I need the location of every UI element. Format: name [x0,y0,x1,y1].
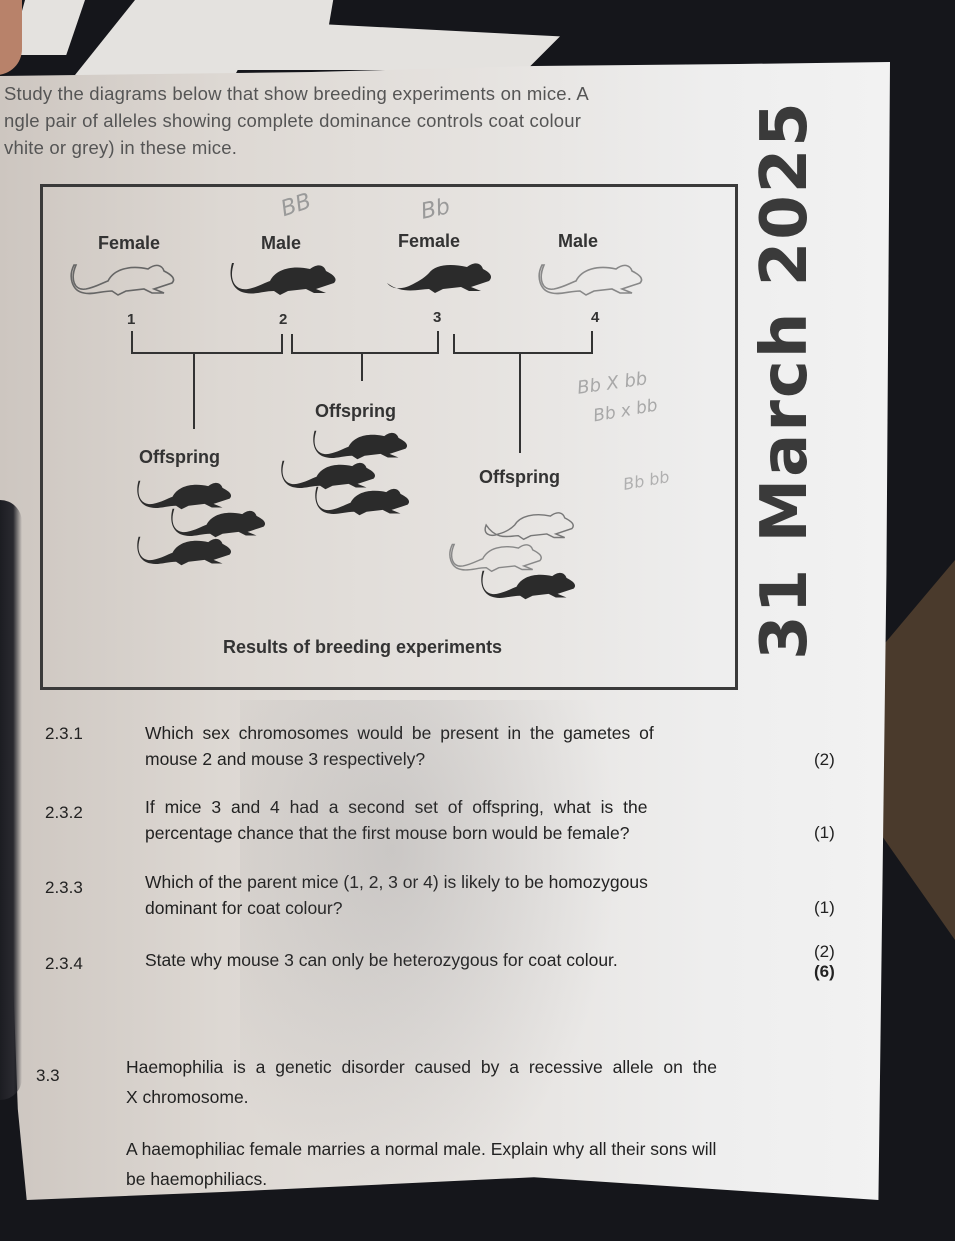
question-line: dominant for coat colour? [145,898,343,918]
question-text: Haemophilia is a genetic disorder caused… [126,1052,886,1194]
grey-mouse-icon [313,430,408,460]
question-line: Which of the parent mice (1, 2, 3 or 4) … [145,872,648,892]
handwritten-date-text: 31 March 2025 [748,100,822,660]
pencil-note-cross-1: Bb X bb [575,368,649,399]
spacer [126,1112,886,1134]
background-brown-fabric [875,560,955,940]
intro-line-3: vhite or grey) in these mice. [4,137,238,158]
offspring-label-cross-1-2: Offspring [139,447,220,467]
parent-4-sex-label: Male [558,231,599,251]
grey-mouse-icon [387,263,491,293]
question-marks: (1) [814,823,835,842]
pedigree-line [281,334,283,354]
pedigree-line [361,353,363,381]
white-mouse-icon [70,264,175,296]
pedigree-line [131,331,133,353]
white-mouse-icon [484,512,574,541]
finger-edge [0,0,22,75]
question-text: State why mouse 3 can only be heterozygo… [145,947,618,973]
section-total-marks: (6) [814,962,835,981]
grey-mouse-icon [137,480,232,510]
question-number: 3.3 [36,1066,60,1085]
grey-mouse-icon [230,263,336,295]
question-line: Haemophilia is a genetic disorder caused… [126,1057,717,1077]
question-text: Which of the parent mice (1, 2, 3 or 4) … [145,869,648,921]
parent-3-sex-label: Female [398,231,461,251]
pedigree-line [453,334,455,354]
parent-2-sex-label: Male [261,233,302,253]
parent-4-number: 4 [591,309,600,326]
question-line: State why mouse 3 can only be heterozygo… [145,950,618,970]
intro-line-2: ngle pair of alleles showing complete do… [4,110,582,131]
pedigree-line [453,352,593,354]
parent-1-sex-label: Female [98,233,161,253]
question-text: If mice 3 and 4 had a second set of offs… [145,794,647,846]
question-marks: (1) [814,898,835,917]
pedigree-line [131,352,283,354]
question-text: Which sex chromosomes would be present i… [145,720,654,772]
offspring-label-cross-3-4: Offspring [479,467,560,487]
intro-paragraph: Study the diagrams below that show breed… [4,80,724,161]
question-marks: (2) [814,942,835,961]
parent-3-number: 3 [433,309,442,326]
white-mouse-icon [449,543,542,573]
grey-mouse-icon [315,486,410,516]
pedigree-line [591,331,593,353]
question-number: 2.3.2 [45,803,83,822]
pencil-note-cross-2: Bb x bb [591,395,660,427]
pedigree-line [437,331,439,353]
pedigree-line [519,353,521,453]
question-line: be haemophiliacs. [126,1169,268,1189]
pedigree-line [291,352,439,354]
question-number: 2.3.4 [45,954,83,973]
handwritten-date: 31 March 2025 [735,100,835,660]
question-number: 2.3.3 [45,878,83,897]
question-line: X chromosome. [126,1087,249,1107]
question-line: percentage chance that the first mouse b… [145,823,630,843]
parent-1-number: 1 [127,311,136,328]
grey-mouse-icon [281,460,376,490]
question-line: mouse 2 and mouse 3 respectively? [145,749,426,769]
white-mouse-icon [538,264,643,296]
mouse-3-genotype-annotation: Bb [418,194,453,225]
question-number: 2.3.1 [45,724,83,743]
offspring-label-cross-2-3: Offspring [315,401,396,421]
parent-2-number: 2 [279,311,288,328]
question-line: A haemophiliac female marries a normal m… [126,1139,717,1159]
grey-mouse-icon [171,508,266,538]
pedigree-line [291,334,293,354]
pedigree-line [193,353,195,429]
diagram-caption: Results of breeding experiments [223,637,503,657]
question-line: Which sex chromosomes would be present i… [145,723,654,743]
question-marks: (2) [814,750,835,769]
grey-mouse-icon [481,570,576,600]
question-line: If mice 3 and 4 had a second set of offs… [145,797,648,817]
mouse-2-genotype-annotation: BB [277,188,315,223]
pencil-note-result: Bb bb [621,467,671,494]
grey-mouse-icon [137,536,232,566]
intro-line-1: Study the diagrams below that show breed… [4,83,589,104]
exam-paper [0,62,890,1200]
paper-curl-shadow [0,500,22,1100]
breeding-diagram: BB Bb Female Male Female Male 1 2 3 4 Of… [40,184,738,690]
